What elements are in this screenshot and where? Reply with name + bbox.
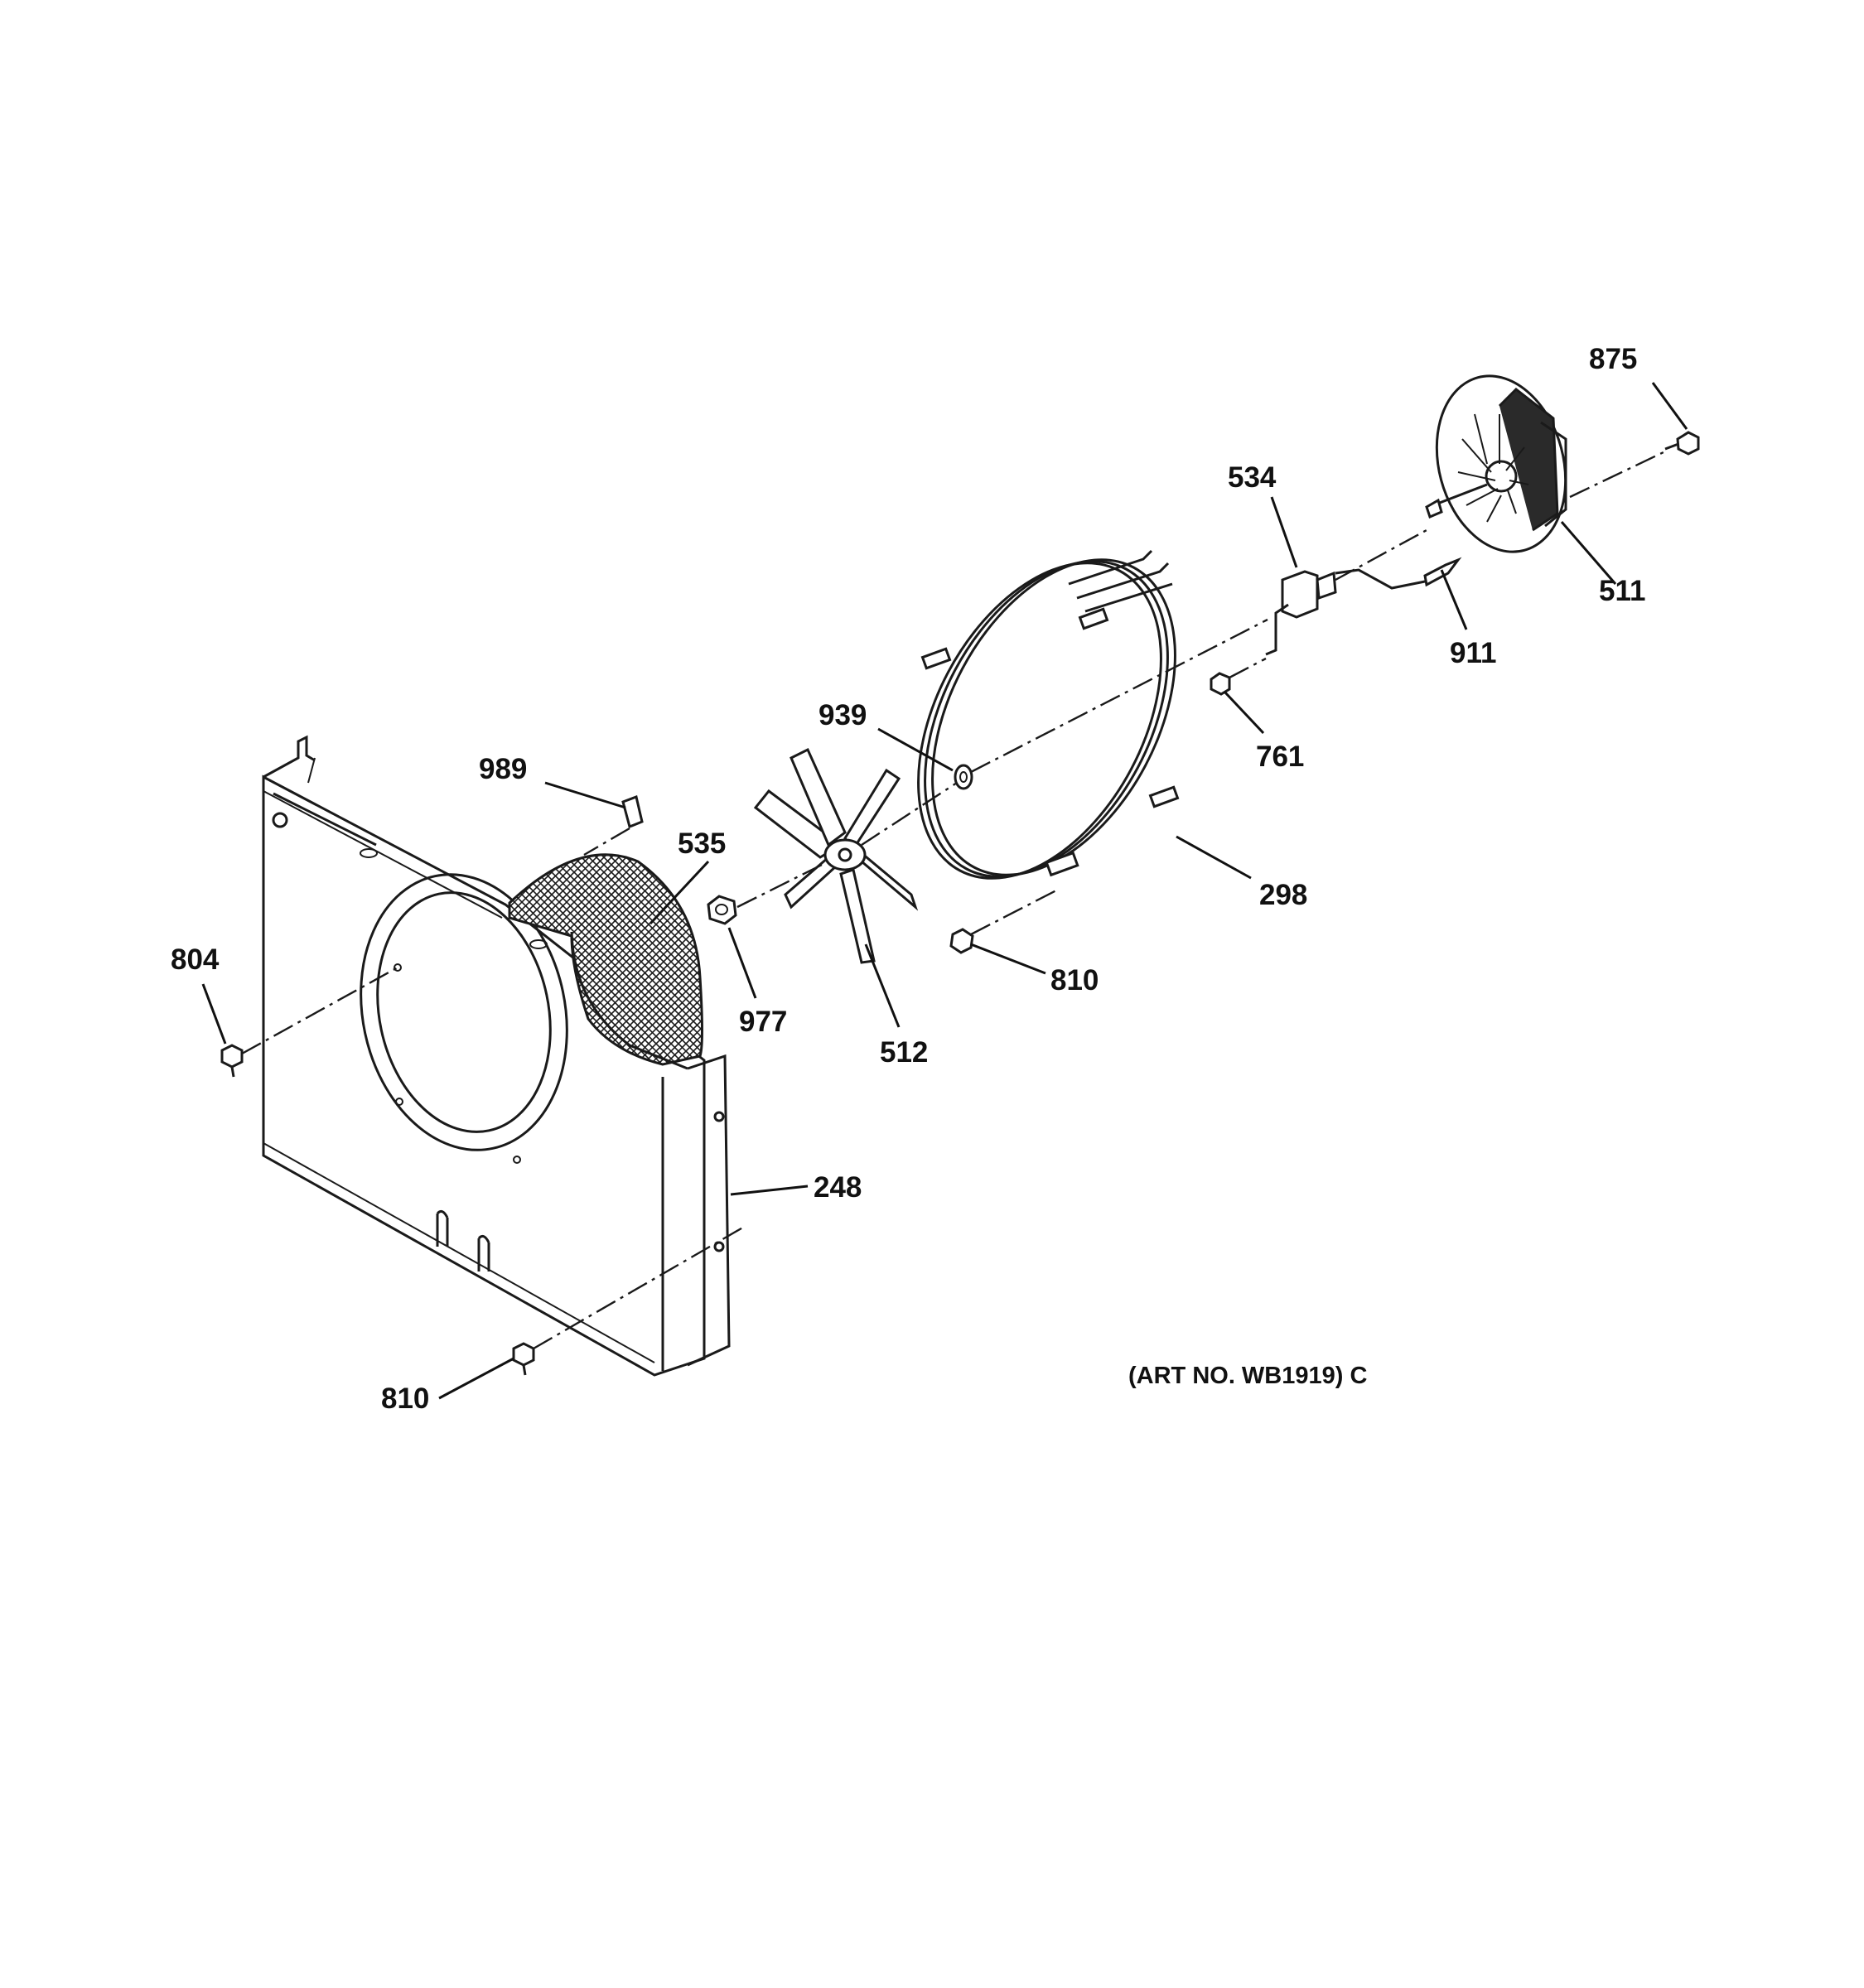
screw-875 (1664, 431, 1700, 456)
callout-875: 875 (1589, 343, 1637, 375)
screw-810-lower (512, 1342, 535, 1376)
callout-939: 939 (819, 699, 867, 731)
assembly-centerlines (241, 450, 1666, 1350)
callout-535: 535 (678, 828, 726, 860)
bracket-534 (1265, 570, 1337, 656)
screw-804 (220, 1044, 244, 1078)
screw-810-upper (949, 889, 1057, 954)
callout-810-lower: 810 (381, 1382, 429, 1415)
sensor-911 (1335, 557, 1462, 590)
art-number: (ART NO. WB1919) C (1128, 1363, 1367, 1389)
callout-512: 512 (880, 1036, 928, 1069)
panel-248 (262, 735, 731, 1377)
leader-lines (201, 382, 1688, 1400)
callout-761: 761 (1256, 741, 1304, 773)
callout-511: 511 (1599, 575, 1645, 607)
motor-511 (1425, 374, 1567, 553)
callout-298: 298 (1259, 879, 1307, 911)
nut-977 (707, 895, 737, 925)
callout-911: 911 (1450, 637, 1496, 669)
heating-element-298 (917, 549, 1180, 880)
mesh-screen-535 (508, 853, 703, 1070)
callout-989: 989 (479, 753, 527, 785)
callout-labels: 875 534 511 911 939 761 989 535 298 804 … (171, 343, 1645, 1415)
fan-blade-512 (753, 747, 919, 964)
callout-810-upper: 810 (1050, 964, 1099, 996)
washer-939 (954, 764, 973, 790)
clip-989 (583, 794, 644, 856)
callout-248: 248 (814, 1171, 862, 1204)
callout-977: 977 (739, 1006, 787, 1038)
screw-761 (1210, 657, 1267, 696)
callout-804: 804 (171, 943, 220, 976)
callout-534: 534 (1228, 461, 1277, 494)
